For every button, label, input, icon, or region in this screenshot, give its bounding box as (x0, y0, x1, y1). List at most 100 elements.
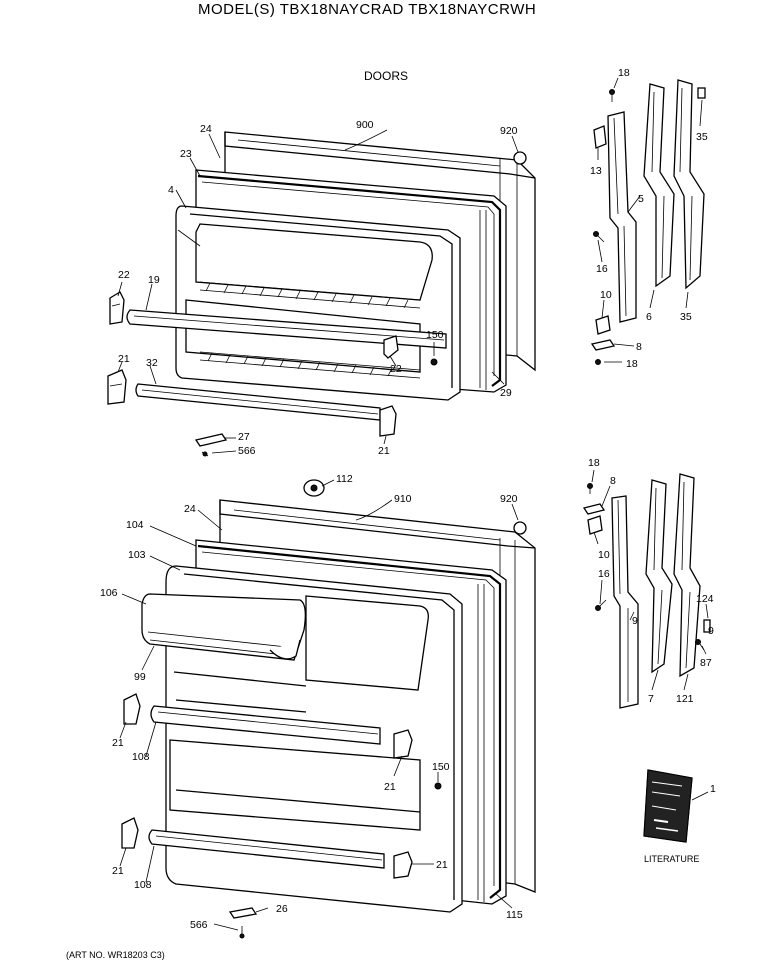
fresh-food-door-stop (228, 907, 258, 939)
fresh-food-hinge-bracket-9 (611, 495, 639, 709)
freezer-screw-16 (593, 231, 605, 243)
freezer-shelf-bracket-21-left (107, 369, 127, 405)
freezer-shelf-bracket-22-right (383, 335, 399, 359)
fresh-food-handle-7 (645, 479, 673, 674)
freezer-screw-18-bottom (595, 359, 601, 365)
callout-fresh-food-8: 8 (610, 475, 616, 487)
callout-fresh-food-99: 99 (134, 671, 146, 683)
callout-fresh-food-21-lower-left: 21 (112, 865, 124, 877)
callout-freezer-13: 13 (590, 165, 602, 177)
fresh-food-hinge-parts (582, 469, 711, 709)
literature-label: LITERATURE (644, 854, 699, 864)
freezer-hinge-13 (593, 125, 607, 149)
fresh-food-screw-16 (595, 599, 607, 611)
callout-freezer-21-left: 21 (118, 353, 130, 365)
callout-fresh-food-104: 104 (126, 519, 144, 531)
callout-freezer-35-bottom: 35 (680, 311, 692, 323)
callout-fresh-food-9-clip: 9 (708, 625, 714, 637)
fresh-food-bracket-21-lower-left (121, 817, 139, 849)
callout-freezer-29: 29 (500, 387, 512, 399)
fresh-food-door-assembly (119, 479, 536, 939)
callout-fresh-food-24: 24 (184, 503, 196, 515)
callout-fresh-food-108-upper: 108 (132, 751, 150, 763)
fresh-food-bracket-21-upper-right (393, 729, 413, 759)
freezer-handle-35 (673, 79, 705, 290)
callout-freezer-16: 16 (596, 263, 608, 275)
callout-fresh-food-910: 910 (394, 493, 412, 505)
callout-fresh-food-21-upper-left: 21 (112, 737, 124, 749)
callout-fresh-food-10: 10 (598, 549, 610, 561)
callout-fresh-food-7: 7 (648, 693, 654, 705)
fresh-food-bracket-21-upper-left (123, 693, 141, 725)
callout-fresh-food-87: 87 (700, 657, 712, 669)
callout-freezer-35-top: 35 (696, 131, 708, 143)
section-heading: DOORS (364, 69, 408, 83)
callout-freezer-10: 10 (600, 289, 612, 301)
freezer-door-liner (175, 205, 461, 401)
callout-fresh-food-150: 150 (432, 761, 450, 773)
callout-fresh-food-920: 920 (500, 493, 518, 505)
freezer-handle-6 (643, 83, 675, 288)
freezer-handle-cap-35 (697, 87, 706, 99)
callout-fresh-food-103: 103 (128, 549, 146, 561)
freezer-lower-shelf-bar (135, 383, 381, 421)
freezer-screw-18-top (609, 89, 615, 102)
diagram-title: MODEL(S) TBX18NAYCRAD TBX18NAYCRWH (198, 1, 536, 18)
art-number: (ART NO. WR18203 C3) (66, 950, 165, 960)
callout-freezer-18-top: 18 (618, 67, 630, 79)
callout-fresh-food-9-bracket: 9 (632, 615, 638, 627)
freezer-shim-8 (590, 339, 616, 351)
callout-freezer-24: 24 (200, 123, 212, 135)
callout-fresh-food-108-lower: 108 (134, 879, 152, 891)
fresh-food-shelf-108-upper (150, 705, 381, 745)
callout-freezer-4: 4 (168, 184, 174, 196)
freezer-leaders (117, 129, 519, 454)
callout-freezer-21-right: 21 (378, 445, 390, 457)
callout-freezer-22-right: 22 (390, 363, 402, 375)
callout-freezer-19: 19 (148, 274, 160, 286)
callout-fresh-food-124: 124 (696, 593, 714, 605)
freezer-shelf-grid-lower (199, 351, 421, 379)
fresh-food-leaders (119, 479, 519, 931)
callout-fresh-food-16: 16 (598, 568, 610, 580)
fresh-food-shelf-108-lower (148, 829, 385, 869)
callout-fresh-food-112: 112 (336, 473, 353, 485)
freezer-shelf-grid-upper (199, 281, 421, 309)
callout-freezer-18-bottom: 18 (626, 358, 638, 370)
freezer-shelf-bracket-21-right (379, 405, 397, 437)
callout-freezer-32: 32 (146, 357, 158, 369)
callout-freezer-566: 566 (238, 445, 256, 457)
callout-fresh-food-566: 566 (190, 919, 208, 931)
callout-fresh-food-21-lower-right: 21 (436, 859, 448, 871)
freezer-shelf-bracket-22-left (109, 291, 125, 325)
fresh-food-screw-150 (434, 782, 442, 790)
literature-booklet (643, 769, 709, 843)
freezer-door-stop (194, 433, 228, 457)
fresh-food-dairy-door-106 (141, 593, 306, 661)
freezer-screw-150 (430, 358, 438, 366)
freezer-hinge-10 (595, 315, 611, 335)
callout-fresh-food-21-upper-right: 21 (384, 781, 396, 793)
callout-freezer-22-left: 22 (118, 269, 130, 281)
freezer-hinge-bracket-5 (607, 111, 637, 323)
fresh-food-clip-9 (703, 619, 711, 633)
fresh-food-bracket-21-lower-right (393, 851, 413, 879)
callout-freezer-6: 6 (646, 311, 652, 323)
freezer-door-assembly (107, 129, 536, 457)
callout-freezer-23: 23 (180, 148, 192, 160)
callout-fresh-food-26: 26 (276, 903, 288, 915)
callout-fresh-food-121: 121 (676, 693, 694, 705)
fresh-food-plug-112 (303, 479, 325, 497)
callout-fresh-food-115: 115 (506, 909, 523, 921)
callout-fresh-food-106: 106 (100, 587, 118, 599)
fresh-food-screw-18 (587, 483, 593, 494)
callout-fresh-food-18: 18 (588, 457, 600, 469)
callout-freezer-150: 150 (426, 329, 444, 341)
fresh-food-shim-8 (582, 503, 606, 515)
fresh-food-handle-121 (673, 473, 701, 678)
callout-freezer-900: 900 (356, 119, 374, 131)
fresh-food-screw-87 (695, 639, 705, 651)
callout-freezer-27: 27 (238, 431, 250, 443)
callout-freezer-5: 5 (638, 193, 644, 205)
